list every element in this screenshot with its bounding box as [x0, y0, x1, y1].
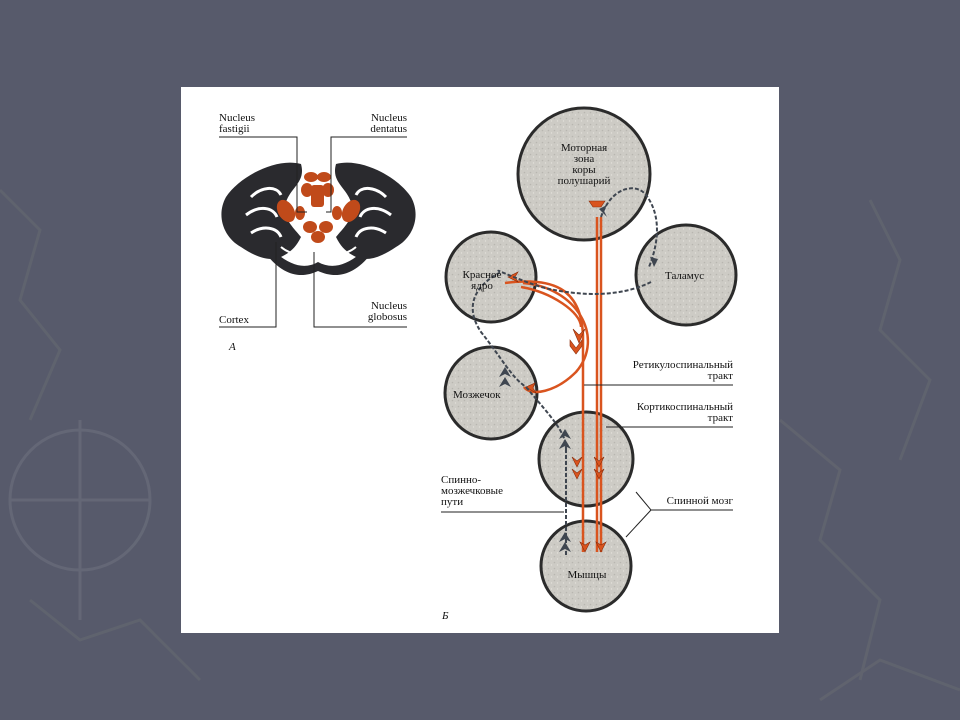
cerebellar-base	[261, 237, 376, 276]
label-nucleus-dentatus: Nucleus dentatus	[370, 112, 407, 135]
label-thalamus: Таламус	[665, 270, 705, 282]
motor-diagram	[441, 106, 738, 613]
spinal-cord-node	[537, 410, 635, 508]
label-spinal-cord: Спинной мозг	[666, 495, 733, 507]
panel-letter-b: Б	[442, 610, 449, 622]
label-muscles: Мышцы	[567, 569, 607, 581]
afferent-arrowheads	[499, 205, 658, 552]
label-motor-cortex: Моторная зона коры полушарий	[557, 142, 611, 187]
diagram-canvas	[219, 106, 738, 613]
label-corticospinal-tract: Кортикоспинальный тракт	[636, 401, 733, 424]
label-cortex: Cortex	[219, 314, 249, 326]
label-spinocerebellar-pathways: Спинно- мозжечковые пути	[441, 474, 503, 508]
diagram-figure: Nucleus fastigii Nucleus dentatus Cortex…	[181, 87, 779, 633]
label-cerebellum: Мозжечок	[453, 389, 501, 401]
label-nucleus-globosus: Nucleus globosus	[367, 300, 407, 323]
motor-cortex-node	[516, 106, 652, 242]
leader-lines-panel-b	[441, 384, 733, 538]
label-reticulospinal-tract: Ретикулоспинальный тракт	[632, 359, 733, 382]
compass-rose-decoration	[8, 420, 152, 620]
leader-lines-panel-a	[219, 136, 407, 328]
nucleus-dentatus-shape	[276, 199, 296, 223]
cerebellum-section	[219, 136, 416, 328]
cerebellar-folia-left	[245, 187, 283, 238]
cerebellar-cortex-right	[334, 162, 416, 259]
efferent-arrowheads	[507, 200, 607, 553]
cerebellar-cortex-left	[221, 162, 303, 259]
muscles-node	[539, 519, 633, 613]
label-red-nucleus: Красное ядро	[462, 269, 502, 292]
cerebellar-folia-right	[354, 187, 392, 238]
thalamus-node	[634, 223, 738, 327]
label-nucleus-fastigii: Nucleus fastigii	[219, 112, 256, 135]
panel-letter-a: A	[229, 341, 236, 353]
nucleus-globosus-shape	[303, 221, 317, 233]
nucleus-fastigii-shape	[304, 172, 318, 182]
